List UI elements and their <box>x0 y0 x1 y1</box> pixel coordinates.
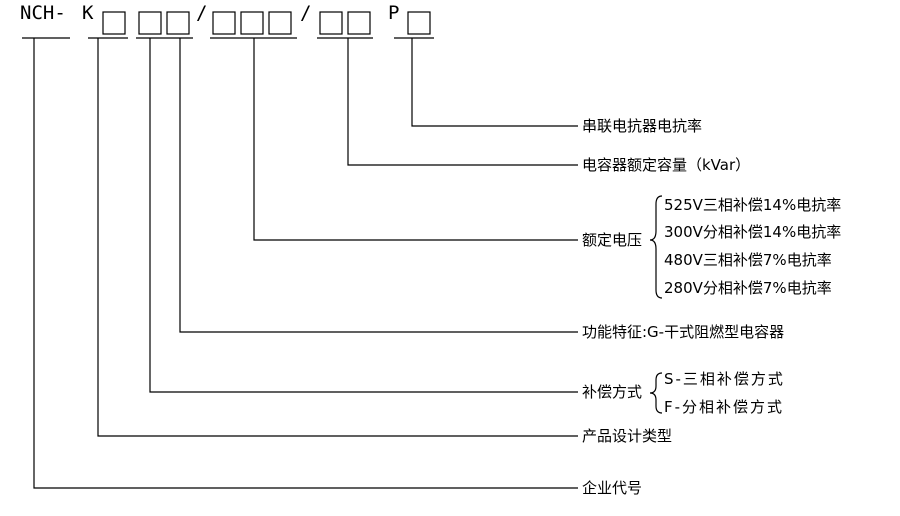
leader-compensation <box>149 38 578 393</box>
code-prefix: NCH- <box>20 2 66 24</box>
voltage-option-1: 525V三相补偿14%电抗率 <box>664 196 842 214</box>
compensation-brace <box>649 372 663 414</box>
code-box-capacity-2 <box>347 11 371 35</box>
label-company-code: 企业代号 <box>582 479 643 497</box>
leader-capacity <box>347 38 578 166</box>
code-box-rate <box>407 11 431 35</box>
leader-feature <box>179 38 578 333</box>
compensation-option-2: F-分相补偿方式 <box>664 398 785 416</box>
code-box-capacity-1 <box>319 11 343 35</box>
label-capacity: 电容器额定容量（kVar） <box>582 156 751 174</box>
label-product-type: 产品设计类型 <box>582 427 673 445</box>
code-box-voltage-3 <box>268 11 292 35</box>
code-box-k <box>102 11 126 35</box>
leader-product-type <box>97 38 578 437</box>
voltage-option-4: 280V分相补偿7%电抗率 <box>664 279 832 297</box>
code-sep-2: / <box>300 2 312 24</box>
label-reactance-rate: 串联电抗器电抗率 <box>582 117 703 135</box>
leader-reactance-rate <box>411 38 578 127</box>
label-feature: 功能特征:G-干式阻燃型电容器 <box>582 323 785 341</box>
code-p: P <box>388 2 400 24</box>
voltage-brace <box>649 195 663 299</box>
code-k: K <box>82 2 94 24</box>
code-box-voltage-1 <box>212 11 236 35</box>
leader-company-code <box>33 38 578 489</box>
label-voltage: 额定电压 <box>582 231 643 249</box>
code-box-voltage-2 <box>240 11 264 35</box>
label-compensation: 补偿方式 <box>582 383 643 401</box>
code-box-type-2 <box>166 11 190 35</box>
leader-voltage <box>253 38 578 241</box>
voltage-option-2: 300V分相补偿14%电抗率 <box>664 223 842 241</box>
voltage-option-3: 480V三相补偿7%电抗率 <box>664 251 832 269</box>
code-box-type-1 <box>138 11 162 35</box>
compensation-option-1: S-三相补偿方式 <box>664 370 785 388</box>
code-sep-1: / <box>196 2 208 24</box>
